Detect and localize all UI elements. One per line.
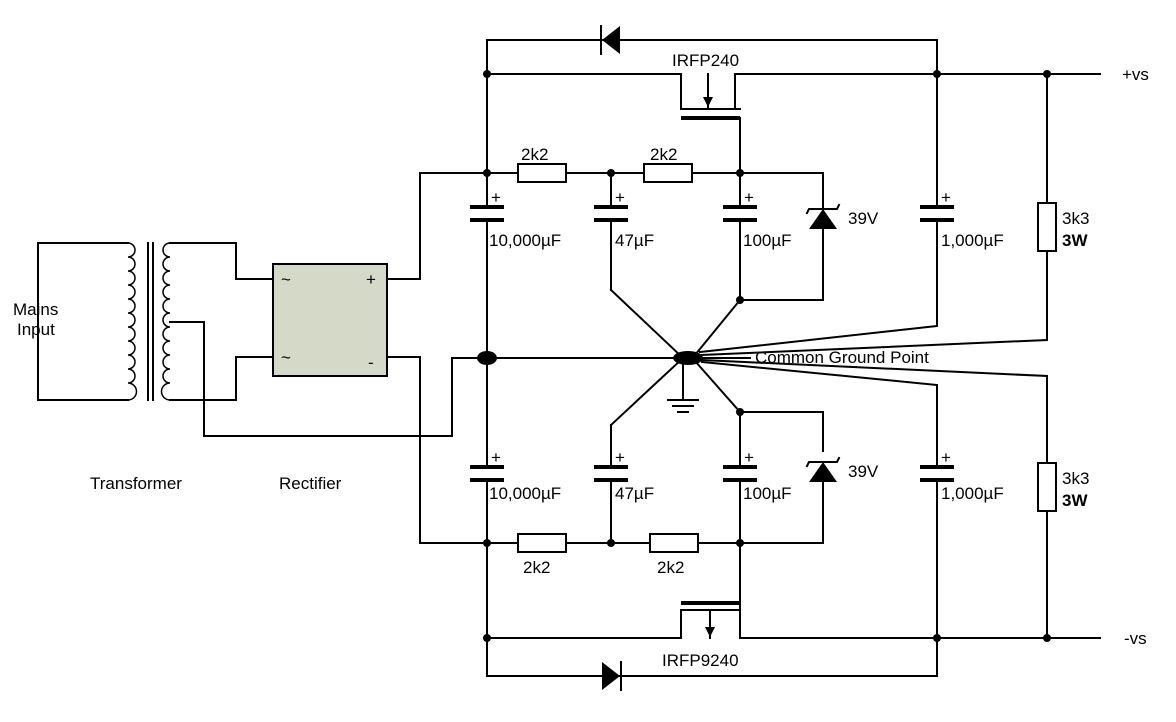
resistor-bottom-1 (517, 533, 567, 553)
rectifier-block (272, 263, 388, 377)
vs-minus-label: -vs (1124, 629, 1147, 648)
r-bottom-1-label: 2k2 (523, 558, 550, 577)
transformer (37, 242, 483, 437)
mosfet-top-icon (680, 73, 741, 120)
c-top-1000-label: 1,000µF (941, 231, 1004, 250)
cap-plus-8: + (941, 448, 951, 467)
capacitor-bottom-47 (594, 465, 628, 482)
zener-top-icon (805, 203, 841, 229)
bleed-bottom-value: 3k3 (1062, 469, 1089, 488)
r-top-2-label: 2k2 (650, 145, 677, 164)
c-top-main-label: 10,000µF (489, 231, 561, 250)
common-ground-point (673, 351, 703, 365)
resistor-bottom-2 (649, 533, 699, 553)
vs-plus-label: +vs (1122, 65, 1149, 84)
capacitor-top-1000 (920, 205, 954, 222)
bleed-top-power: 3W (1062, 231, 1088, 250)
cap-plus-2: + (615, 188, 625, 207)
wiring (486, 39, 1101, 677)
resistor-bleed-bottom (1037, 462, 1057, 512)
c-top-47-label: 47µF (615, 231, 654, 250)
mains-label-1: Mains (13, 300, 58, 319)
c-bottom-1000-label: 1,000µF (941, 484, 1004, 503)
mosfet-top-label: IRFP240 (672, 51, 739, 70)
rectifier-minus: - (368, 353, 374, 372)
c-bottom-47-label: 47µF (615, 484, 654, 503)
capacitor-bottom-1000 (920, 465, 954, 482)
ground-junction-left (477, 351, 497, 365)
c-top-100-label: 100µF (743, 231, 792, 250)
bleed-top-value: 3k3 (1062, 209, 1089, 228)
zener-bottom-label: 39V (848, 462, 879, 481)
diode-top-icon (600, 25, 620, 55)
capacitor-top-100 (723, 205, 757, 222)
mosfet-bottom-icon (680, 601, 741, 639)
c-bottom-main-label: 10,000µF (489, 484, 561, 503)
capacitor-bottom-main (470, 465, 504, 482)
r-bottom-2-label: 2k2 (657, 558, 684, 577)
r-top-1-label: 2k2 (521, 145, 548, 164)
c-bottom-100-label: 100µF (743, 484, 792, 503)
cap-plus-4: + (941, 188, 951, 207)
resistor-top-1 (517, 163, 567, 183)
bleed-bottom-power: 3W (1062, 491, 1088, 510)
ground-icon (667, 399, 699, 413)
cap-plus-5: + (491, 448, 501, 467)
mains-label-2: Input (17, 320, 55, 339)
rectifier-label: Rectifier (279, 474, 342, 493)
secondary-winding (160, 242, 171, 401)
mosfet-bottom-label: IRFP9240 (662, 651, 739, 670)
cap-plus-1: + (491, 188, 501, 207)
common-ground-label: Common Ground Point (755, 348, 929, 367)
capacitor-bottom-100 (723, 465, 757, 482)
zener-bottom-icon (805, 456, 841, 482)
resistor-top-2 (643, 163, 693, 183)
resistor-bleed-top (1037, 202, 1057, 252)
capacitor-top-main (470, 205, 504, 222)
cap-plus-3: + (744, 188, 754, 207)
cap-plus-6: + (615, 448, 625, 467)
junction-dots (483, 70, 1051, 642)
diode-bottom-icon (602, 661, 622, 691)
zener-top-label: 39V (848, 209, 879, 228)
rectifier-ac-2: ~ (281, 348, 291, 367)
rectifier-plus: + (366, 270, 376, 289)
cap-plus-7: + (744, 448, 754, 467)
transformer-label: Transformer (90, 474, 182, 493)
capacitor-top-47 (594, 205, 628, 222)
rectifier-ac-1: ~ (281, 270, 291, 289)
primary-winding (127, 242, 138, 401)
